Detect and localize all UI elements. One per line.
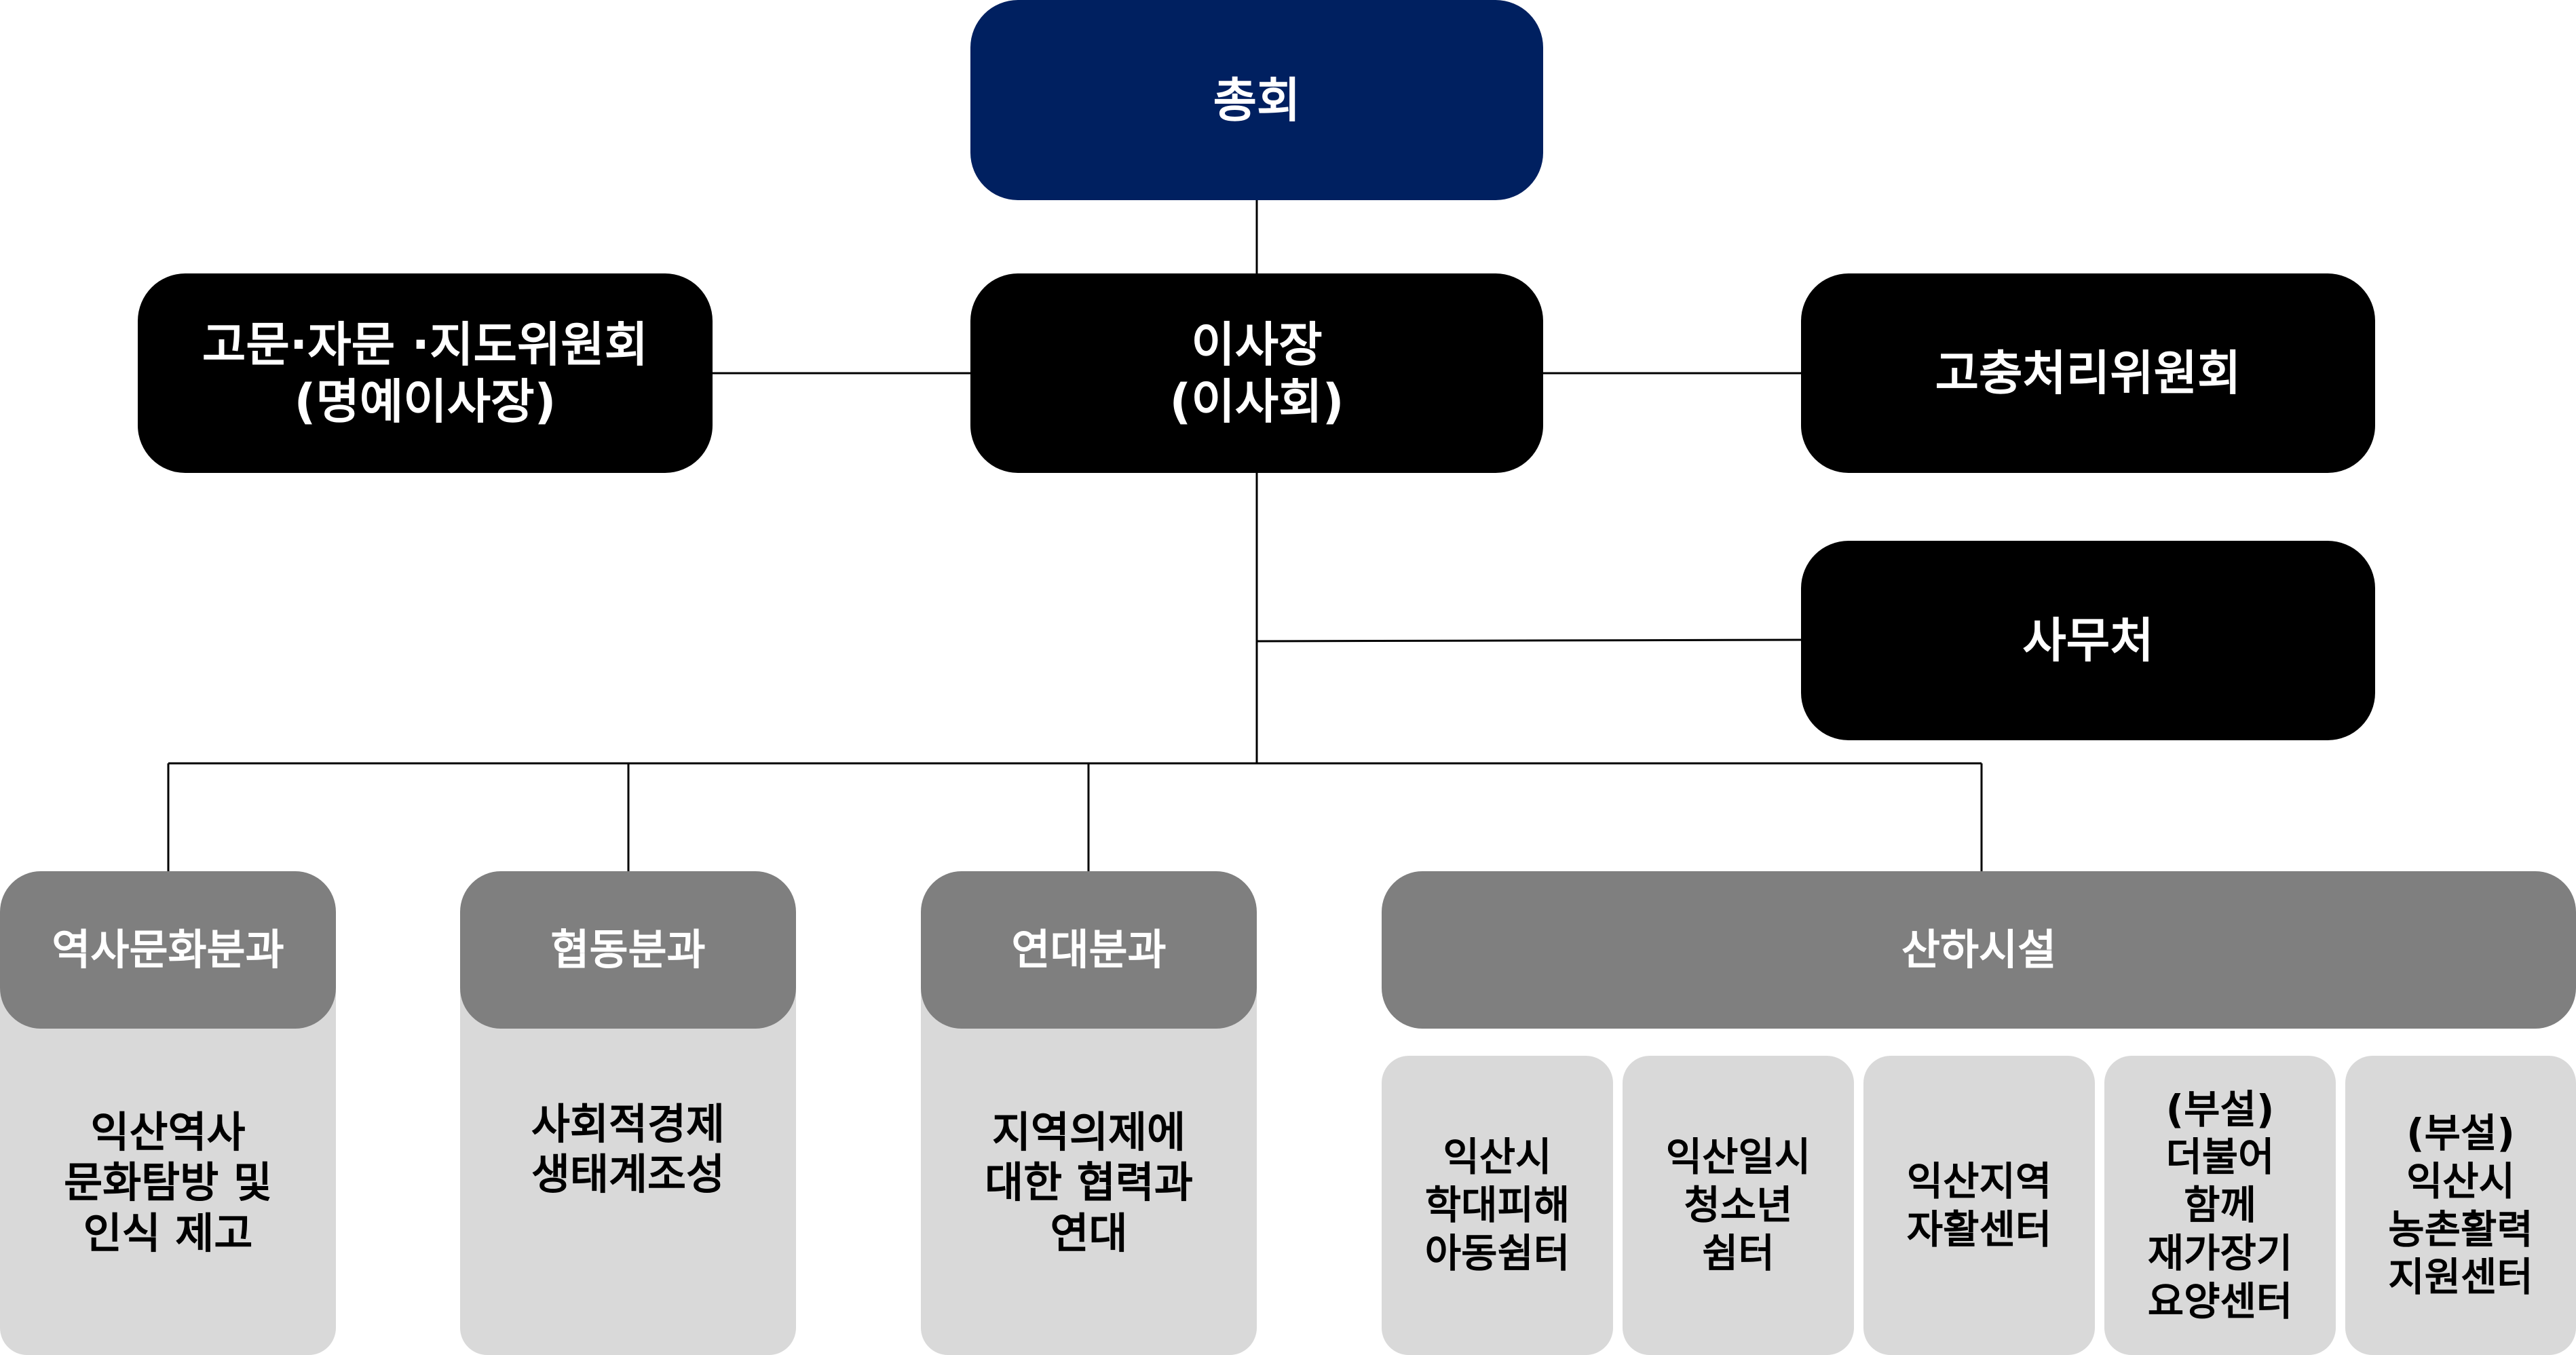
history-culture-desc: 익산역사 문화탐방 및 인식 제고: [64, 1107, 272, 1258]
affiliate-rural-vitality-center-label: (부설) 익산시 농촌활력 지원센터: [2388, 1110, 2533, 1301]
affiliate-self-support-center-label: 익산지역 자활센터: [1906, 1158, 2052, 1253]
secretariat-label: 사무처: [2022, 613, 2154, 668]
connector-trunk-secretariat: [1256, 638, 1802, 643]
affiliate-child-shelter-label: 익산시 학대피해 아동쉼터: [1424, 1134, 1570, 1276]
affiliates-label: 산하시설: [1901, 924, 2057, 974]
advisory-committee-box: 고문·자문 ·지도위원회 (명예이사장): [138, 273, 713, 473]
affiliate-child-shelter-box: 익산시 학대피해 아동쉼터: [1382, 1056, 1613, 1355]
affiliate-care-center-label: (부설) 더불어 함께 재가장기 요양센터: [2147, 1086, 2293, 1324]
solidarity-label: 연대분과: [1011, 924, 1167, 974]
cooperation-desc: 사회적경제 생태계조성: [531, 1099, 725, 1200]
affiliate-youth-shelter-box: 익산일시 청소년 쉼터: [1623, 1056, 1854, 1355]
cooperation-label: 협동분과: [550, 924, 706, 974]
cooperation-header: 협동분과: [460, 871, 796, 1029]
affiliate-self-support-center-box: 익산지역 자활센터: [1863, 1056, 2095, 1355]
history-culture-label: 역사문화분과: [52, 924, 284, 974]
chairman-box: 이사장 (이사회): [970, 273, 1543, 473]
chairman-label: 이사장 (이사회): [1169, 317, 1344, 430]
general-assembly-label: 총회: [1213, 72, 1301, 128]
history-culture-header: 역사문화분과: [0, 871, 336, 1029]
affiliates-header: 산하시설: [1382, 871, 2576, 1029]
solidarity-desc: 지역의제에 대한 협력과 연대: [985, 1107, 1193, 1258]
grievance-committee-label: 고충처리위원회: [1935, 345, 2241, 401]
affiliate-youth-shelter-label: 익산일시 청소년 쉼터: [1665, 1134, 1811, 1276]
secretariat-box: 사무처: [1801, 541, 2375, 740]
affiliate-care-center-box: (부설) 더불어 함께 재가장기 요양센터: [2104, 1056, 2336, 1355]
grievance-committee-box: 고충처리위원회: [1801, 273, 2375, 473]
solidarity-header: 연대분과: [921, 871, 1257, 1029]
general-assembly-box: 총회: [970, 0, 1543, 200]
advisory-committee-label: 고문·자문 ·지도위원회 (명예이사장): [202, 317, 649, 430]
affiliate-rural-vitality-center-box: (부설) 익산시 농촌활력 지원센터: [2345, 1056, 2576, 1355]
